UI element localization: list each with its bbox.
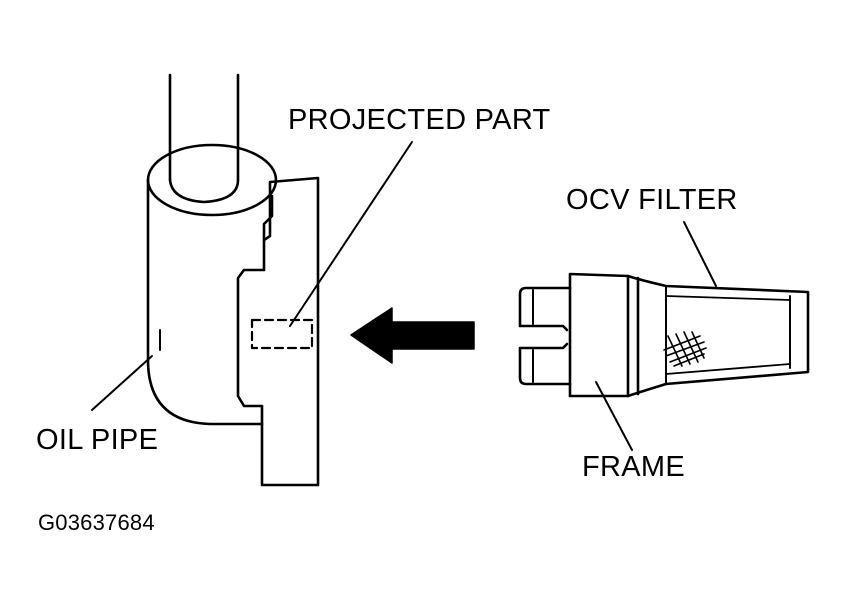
projected-part-outline bbox=[250, 318, 314, 350]
filter-mesh-edge bbox=[665, 295, 791, 375]
filter-body bbox=[626, 274, 810, 398]
arrow-shape bbox=[350, 307, 475, 364]
bracket-step bbox=[262, 194, 274, 242]
leader-ocv-filter bbox=[683, 221, 717, 287]
leader-oil-pipe bbox=[91, 355, 153, 411]
filter-lower-prong bbox=[518, 342, 572, 386]
bracket-plate bbox=[236, 176, 320, 487]
insertion-arrow bbox=[350, 307, 475, 364]
ocv-filter-assembly bbox=[518, 272, 810, 398]
frame-collar bbox=[568, 272, 630, 398]
oil-pipe-assembly bbox=[146, 73, 320, 487]
frame-label: FRAME bbox=[582, 451, 685, 483]
pipe-bore bbox=[168, 178, 240, 204]
ocv-filter-label: OCV FILTER bbox=[566, 184, 738, 216]
leader-lines bbox=[91, 141, 717, 451]
oil-pipe-label: OIL PIPE bbox=[36, 424, 159, 456]
filter-mesh bbox=[663, 331, 707, 367]
projected-part-label: PROJECTED PART bbox=[288, 104, 551, 136]
filter-upper-prong bbox=[518, 286, 572, 332]
housing-body bbox=[146, 178, 264, 426]
figure-code: G03637684 bbox=[38, 510, 155, 535]
housing-top-rim bbox=[146, 143, 278, 217]
leader-frame bbox=[595, 381, 633, 451]
leader-projected-part bbox=[289, 141, 413, 327]
